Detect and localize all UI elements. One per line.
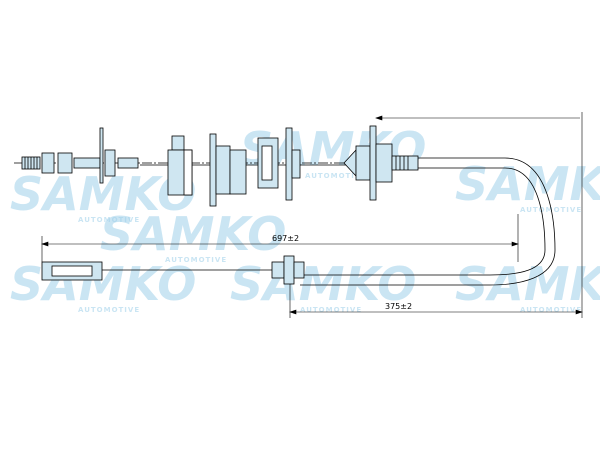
watermark-5: SAMKO AUTOMOTIVE [230,257,416,314]
watermark-4: SAMKO AUTOMOTIVE [10,257,196,314]
svg-text:AUTOMOTIVE: AUTOMOTIVE [78,306,140,314]
dimension-sheath [289,112,583,318]
watermark-group: SAMKO AUTOMOTIVE SAMKO AUTOMOTIVE SAMKO … [10,122,600,314]
stop-block-3 [257,127,301,201]
svg-text:AUTOMOTIVE: AUTOMOTIVE [305,172,367,180]
svg-text:AUTOMOTIVE: AUTOMOTIVE [520,206,582,214]
watermark-3: SAMKO AUTOMOTIVE [455,157,600,214]
dimension-overall [41,214,519,262]
svg-text:SAMKO: SAMKO [455,257,600,311]
svg-text:SAMKO: SAMKO [10,257,196,311]
stop-block-1 [167,135,193,196]
lower-sheath-ferrule [271,255,305,285]
svg-text:SAMKO: SAMKO [230,257,416,311]
stop-block-2 [209,133,247,207]
dimension-sheath-label: 375±2 [385,302,412,311]
svg-text:SAMKO: SAMKO [455,157,600,211]
svg-text:AUTOMOTIVE: AUTOMOTIVE [165,256,227,264]
watermark-7: SAMKO AUTOMOTIVE [100,207,286,264]
lower-end-fitting [41,261,103,281]
sheath-adjuster [343,125,419,201]
svg-text:AUTOMOTIVE: AUTOMOTIVE [78,216,140,224]
svg-text:SAMKO: SAMKO [100,207,286,261]
watermark-6: SAMKO AUTOMOTIVE [455,257,600,314]
dimension-overall-label: 697±2 [272,234,299,243]
svg-text:AUTOMOTIVE: AUTOMOTIVE [520,306,582,314]
cable-sheath [300,157,556,286]
svg-text:AUTOMOTIVE: AUTOMOTIVE [300,306,362,314]
threaded-end-left [21,127,139,184]
